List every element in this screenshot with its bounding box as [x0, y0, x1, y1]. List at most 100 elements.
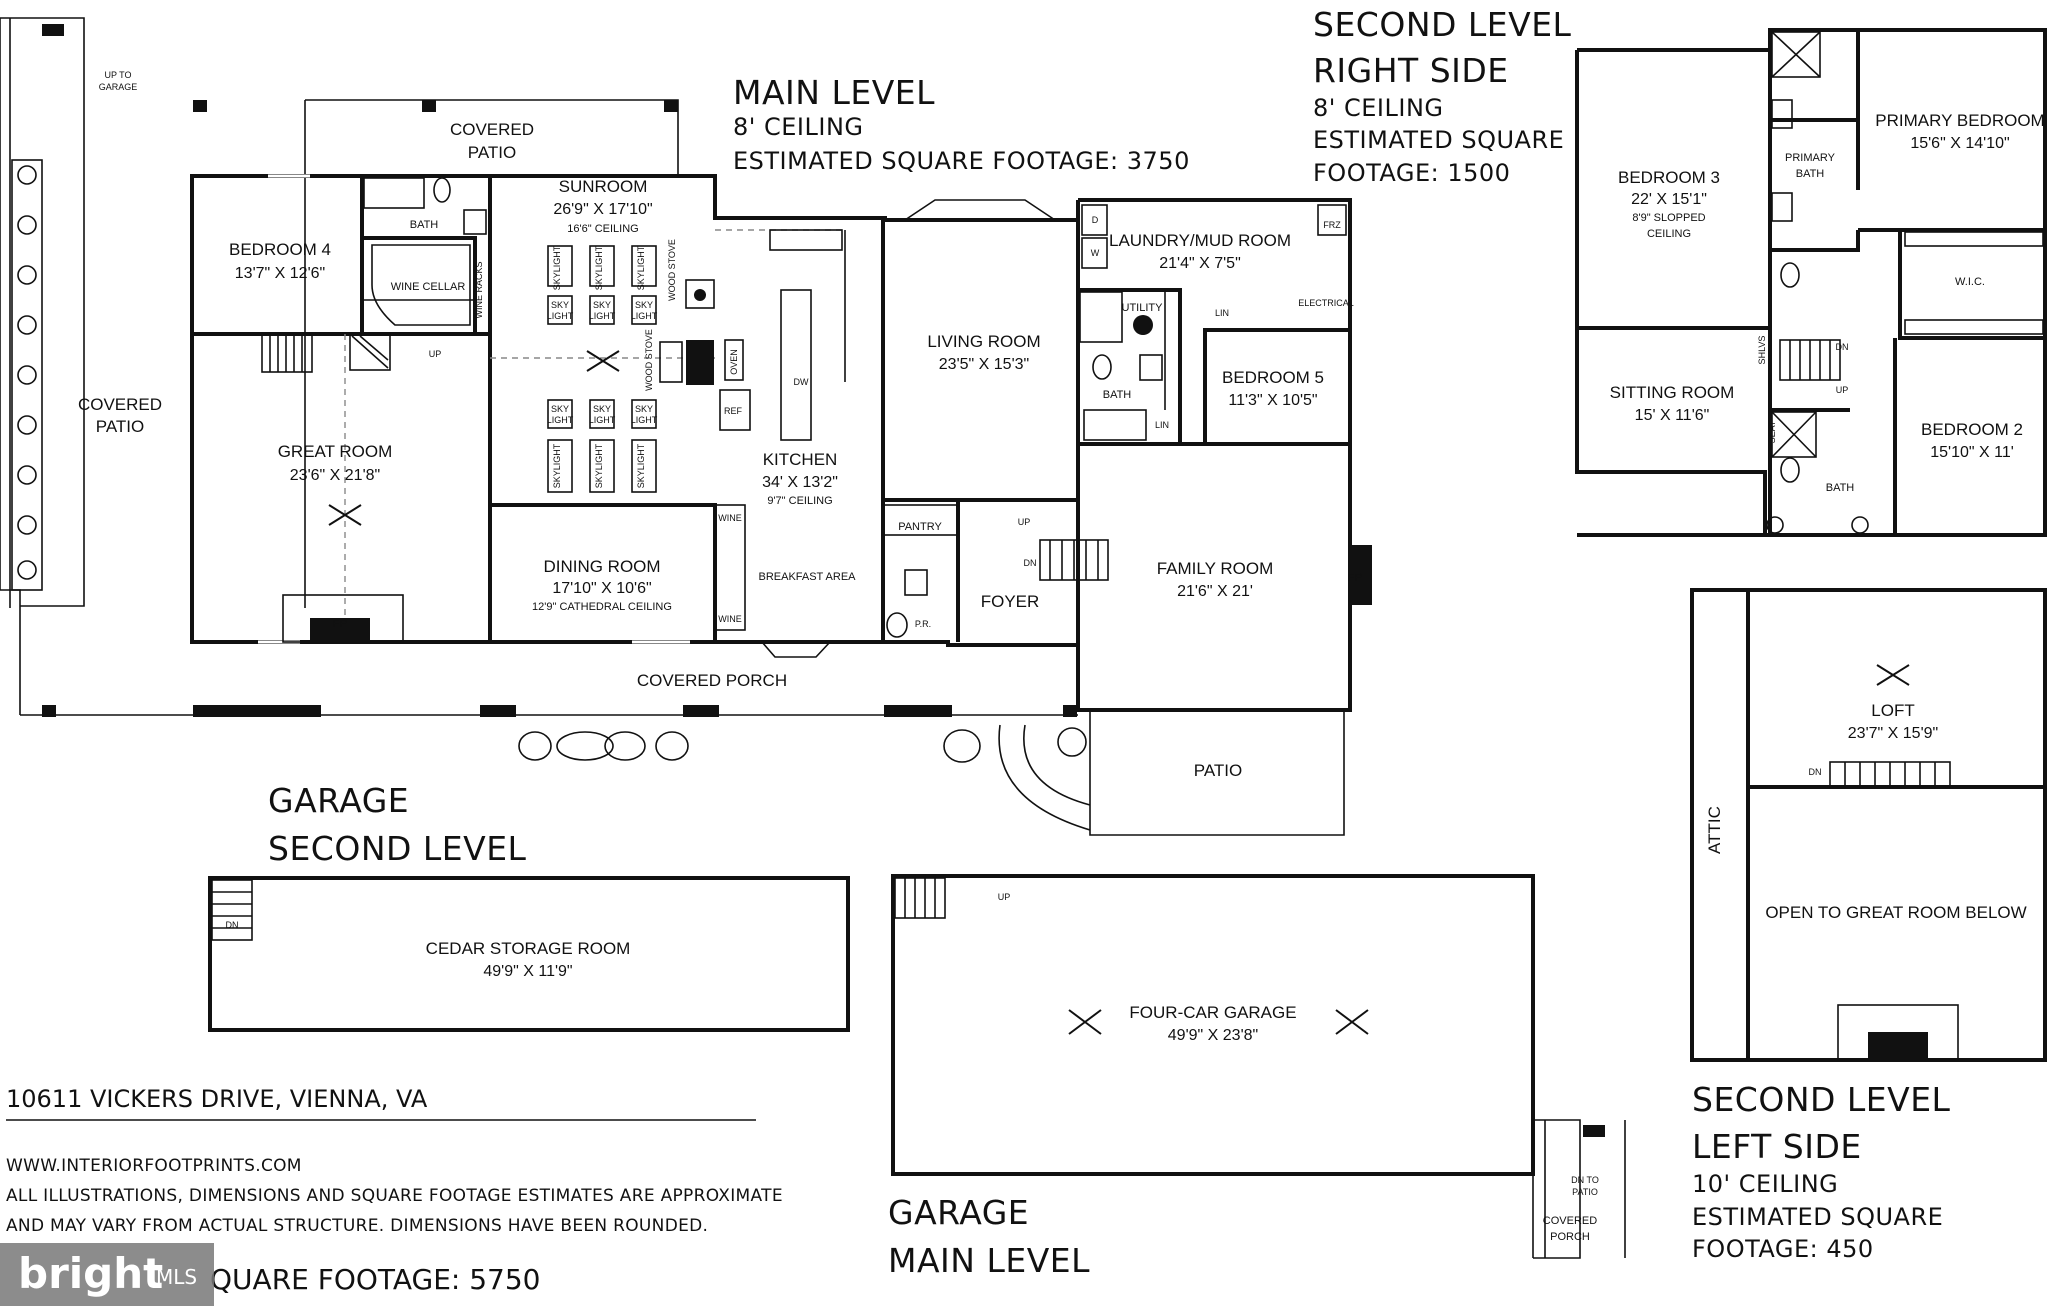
stair-loft — [1829, 761, 1951, 788]
label-skylight: SKYLIGHT — [636, 245, 646, 290]
second-right-title-2: RIGHT SIDE — [1313, 51, 1509, 90]
label-dn-to-patio: DN TO — [1571, 1175, 1599, 1185]
label-kitchen-ceiling: 9'7" CEILING — [767, 495, 832, 507]
label-sky-light: SKY — [635, 300, 653, 310]
label-loft: LOFT — [1871, 701, 1914, 720]
main-level-ceiling: 8' CEILING — [733, 113, 864, 141]
label-covered-patio-top-2: PATIO — [468, 143, 517, 162]
label-sunroom-dims: 26'9" X 17'10" — [553, 201, 652, 218]
label-covered-porch-garage: COVERED — [1543, 1215, 1597, 1227]
main-level-plan — [0, 17, 1372, 836]
label-laundry: LAUNDRY/MUD ROOM — [1109, 231, 1291, 250]
label-wood-stove-2: WOOD STOVE — [644, 329, 654, 391]
stair-foyer — [1039, 539, 1109, 581]
label-up-to-garage-2: GARAGE — [99, 82, 138, 92]
garage-second-level-plan — [208, 876, 850, 1032]
label-sky-light: LIGHT — [631, 311, 658, 321]
disclaimer-line-2: AND MAY VARY FROM ACTUAL STRUCTURE. DIME… — [6, 1216, 709, 1236]
label-primary-bath-2: BATH — [1796, 168, 1825, 180]
label-sky-light: SKY — [593, 404, 611, 414]
label-laundry-dims: 21'4" X 7'5" — [1159, 255, 1241, 272]
second-level-right-plan — [1575, 28, 2047, 537]
label-seat: SEAT — [1767, 420, 1777, 443]
label-living: LIVING ROOM — [927, 332, 1040, 351]
label-family-dims: 21'6" X 21' — [1177, 583, 1253, 600]
label-up-garage: UP — [998, 892, 1011, 902]
second-right-sqft-2: FOOTAGE: 1500 — [1313, 159, 1511, 187]
logo-brand: bright — [18, 1249, 164, 1298]
second-right-title-1: SECOND LEVEL — [1313, 5, 1572, 44]
label-fp-family: FP — [1348, 572, 1362, 584]
label-sky-light: SKY — [635, 404, 653, 414]
label-great-room-dims: 23'6" X 21'8" — [290, 467, 380, 484]
garage-second-title-2: SECOND LEVEL — [268, 829, 527, 868]
label-up-foyer: UP — [1018, 517, 1031, 527]
column — [42, 705, 56, 717]
label-sky-light: SKY — [551, 300, 569, 310]
label-attic: ATTIC — [1705, 806, 1724, 854]
label-loft-dims: 23'7" X 15'9" — [1848, 725, 1938, 742]
shower — [363, 177, 425, 209]
label-covered-patio-left-2: PATIO — [96, 417, 145, 436]
ceiling-fan-icon — [1876, 664, 1910, 686]
garage-second-title-1: GARAGE — [268, 781, 410, 820]
label-utility: UTILITY — [1122, 302, 1164, 314]
label-wood-stove: WOOD STOVE — [667, 239, 677, 301]
fireplace-family-room — [1350, 545, 1372, 605]
label-dn-to-patio-2: PATIO — [1572, 1187, 1598, 1197]
second-left-title-2: LEFT SIDE — [1692, 1127, 1862, 1166]
label-sky-light: LIGHT — [589, 311, 616, 321]
label-patio: PATIO — [1194, 761, 1243, 780]
label-dn-cedar: DN — [226, 920, 239, 930]
label-lin-1: LIN — [1215, 308, 1229, 318]
label-ref: REF — [724, 406, 743, 416]
label-dn-loft: DN — [1809, 767, 1822, 777]
label-bedroom2: BEDROOM 2 — [1921, 420, 2023, 439]
garage-main-level-plan — [891, 874, 1626, 1259]
sink — [463, 209, 487, 235]
label-dining: DINING ROOM — [543, 557, 660, 576]
label-up-great-room: UP — [429, 349, 442, 359]
bright-mls-logo: bright MLS — [0, 1243, 214, 1306]
label-wine-cellar: WINE CELLAR — [391, 281, 466, 293]
label-living-dims: 23'5" X 15'3" — [939, 356, 1029, 373]
label-skylight: SKYLIGHT — [552, 443, 562, 488]
label-pantry: PANTRY — [898, 521, 942, 533]
property-address: 10611 VICKERS DRIVE, VIENNA, VA — [6, 1085, 428, 1113]
stair-great-room — [261, 333, 391, 373]
label-breakfast: BREAKFAST AREA — [758, 571, 856, 583]
label-bath-utility: BATH — [1103, 389, 1132, 401]
website: WWW.INTERIORFOOTPRINTS.COM — [6, 1156, 302, 1176]
garage-main-title-1: GARAGE — [888, 1193, 1030, 1232]
label-cedar-dims: 49'9" X 11'9" — [483, 963, 572, 980]
label-wine-racks: WINE RACKS — [474, 261, 484, 318]
label-foyer: FOYER — [981, 592, 1040, 611]
label-skylight: SKYLIGHT — [636, 443, 646, 488]
column — [42, 24, 64, 36]
label-covered-porch: COVERED PORCH — [637, 671, 787, 690]
label-wine-2: WINE — [718, 614, 742, 624]
label-covered-patio-top: COVERED — [450, 120, 534, 139]
column — [683, 705, 719, 717]
label-dining-ceiling: 12'9" CATHEDRAL CEILING — [532, 601, 672, 613]
shrubs — [518, 727, 1087, 763]
second-left-sqft-1: ESTIMATED SQUARE — [1692, 1203, 1944, 1231]
second-right-ceiling: 8' CEILING — [1313, 94, 1444, 122]
label-garage4: FOUR-CAR GARAGE — [1129, 1003, 1296, 1022]
label-kitchen-dims: 34' X 13'2" — [762, 474, 838, 491]
label-lin-2: LIN — [1155, 420, 1169, 430]
label-sky-light: SKY — [593, 300, 611, 310]
label-sitting: SITTING ROOM — [1610, 383, 1735, 402]
ceiling-fan-icon — [1335, 1009, 1369, 1035]
label-covered-patio-left: COVERED — [78, 395, 162, 414]
label-sky-light: LIGHT — [547, 415, 574, 425]
second-left-ceiling: 10' CEILING — [1692, 1170, 1839, 1198]
second-left-sqft-2: FOOTAGE: 450 — [1692, 1235, 1874, 1263]
label-bedroom5-dims: 11'3" X 10'5" — [1228, 392, 1317, 409]
label-garage4-dims: 49'9" X 23'8" — [1168, 1027, 1258, 1044]
column — [193, 705, 321, 717]
label-great-room: GREAT ROOM — [278, 442, 393, 461]
label-bedroom4: BEDROOM 4 — [229, 240, 331, 259]
label-pr: P.R. — [915, 619, 931, 629]
